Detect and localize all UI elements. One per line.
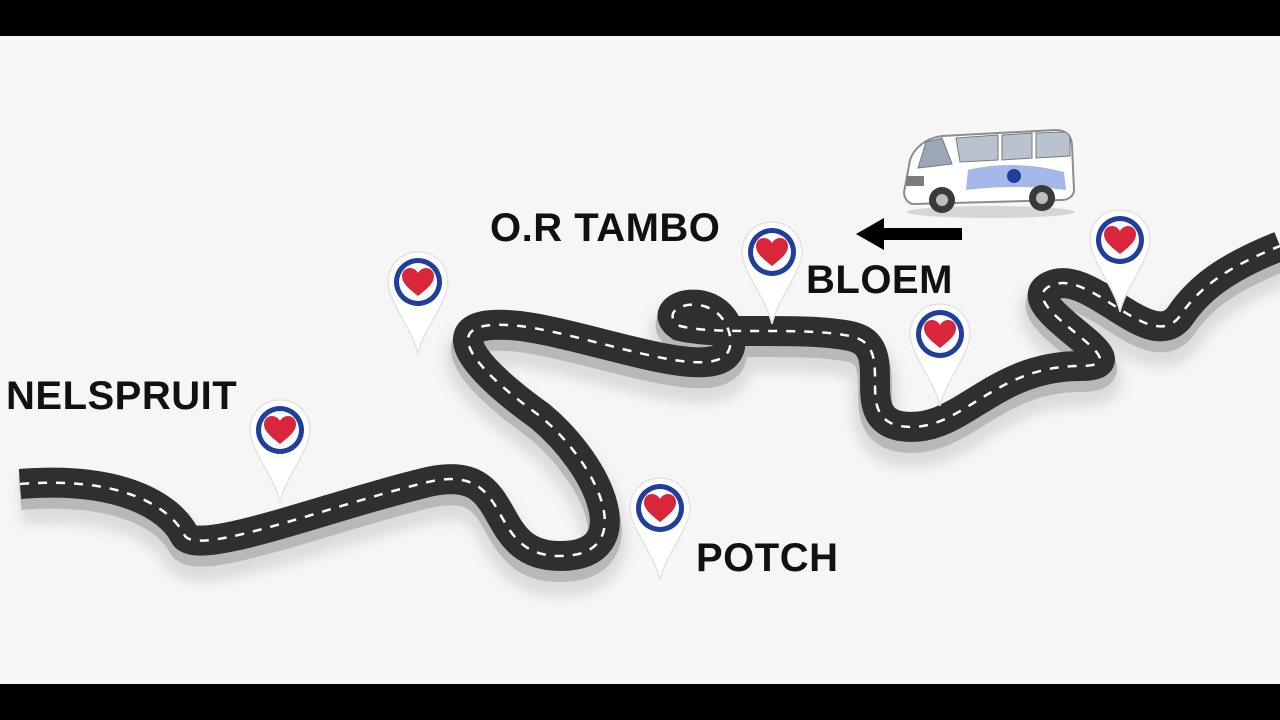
heart-location-pin-icon — [1088, 208, 1152, 318]
place-label-nelspruit: NELSPRUIT — [6, 374, 238, 418]
place-label-bloem: BLOEM — [806, 258, 953, 302]
roadmap-frame: O.R TAMBO BLOEM NELSPRUIT POTCH — [0, 36, 1280, 684]
road-lane-dashes — [19, 244, 1280, 558]
heart-location-pin-icon — [908, 302, 972, 412]
left-arrow-icon — [856, 218, 962, 250]
heart-location-pin-icon — [628, 476, 692, 586]
minibus-van-icon — [902, 128, 1076, 218]
place-label-or-tambo: O.R TAMBO — [490, 206, 721, 250]
heart-location-pin-icon — [386, 250, 450, 360]
heart-location-pin-icon — [740, 220, 804, 330]
heart-location-pin-icon — [248, 398, 312, 508]
winding-road — [18, 232, 1280, 598]
place-label-potch: POTCH — [696, 536, 839, 580]
